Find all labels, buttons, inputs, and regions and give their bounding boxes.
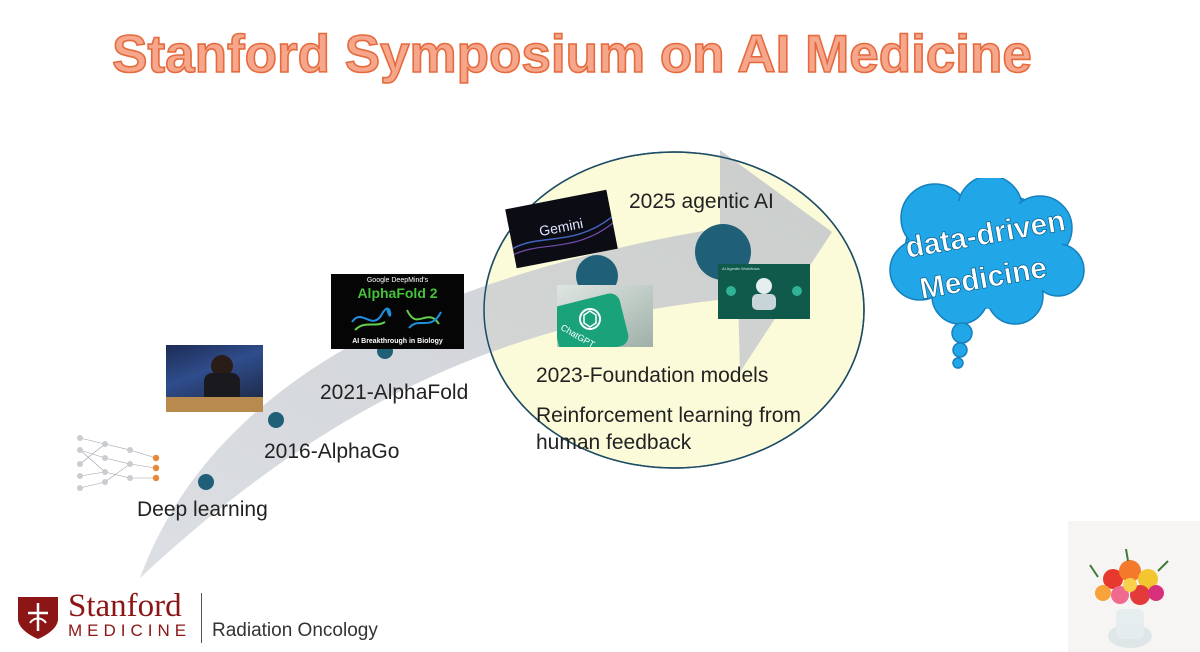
alphafold-footer: AI Breakthrough in Biology (352, 338, 443, 345)
agentic-ai-thumbnail: AI Agentic Workflows (718, 264, 810, 319)
alphafold-name: AlphaFold 2 (357, 285, 438, 301)
label-rlhf: Reinforcement learning from human feedba… (536, 404, 801, 454)
label-alphafold: 2021-AlphaFold (320, 381, 469, 404)
protein-structure-icon (351, 307, 442, 331)
chatgpt-thumbnail: ChatGPT (557, 285, 653, 347)
progress-arrow (140, 150, 832, 578)
label-deep-learning: Deep learning (137, 498, 268, 521)
slide-title: Stanford Symposium on AI Medicine (111, 24, 1032, 85)
medicine-cloud: data-driven Medicine (889, 178, 1085, 369)
label-alphago: 2016-AlphaGo (264, 440, 400, 463)
stanford-seal-icon (18, 597, 58, 639)
deep-learning-dot (198, 474, 214, 490)
logo-department: Radiation Oncology (212, 620, 378, 641)
gemini-thumbnail: Gemini (505, 189, 618, 269)
logo-stanford: Stanford (68, 588, 182, 624)
label-agentic-ai: 2025 agentic AI (629, 190, 774, 213)
alphago-dot (268, 412, 284, 428)
alphago-photo (166, 345, 263, 412)
logo-medicine: MEDICINE (68, 621, 192, 640)
agent-title: AI Agentic Workflows (722, 266, 760, 271)
alphafold-header: Google DeepMind's (366, 277, 429, 284)
openai-icon (579, 308, 601, 330)
alphafold-thumbnail: Google DeepMind's AlphaFold 2 AI Breakth… (331, 274, 464, 349)
logo-divider (201, 593, 202, 643)
label-foundation-models: 2023-Foundation models (536, 364, 769, 387)
flower-bouquet-photo (1068, 521, 1200, 652)
title-text: Stanford Symposium on AI Medicine (112, 25, 1032, 84)
neural-network-image (77, 435, 160, 491)
